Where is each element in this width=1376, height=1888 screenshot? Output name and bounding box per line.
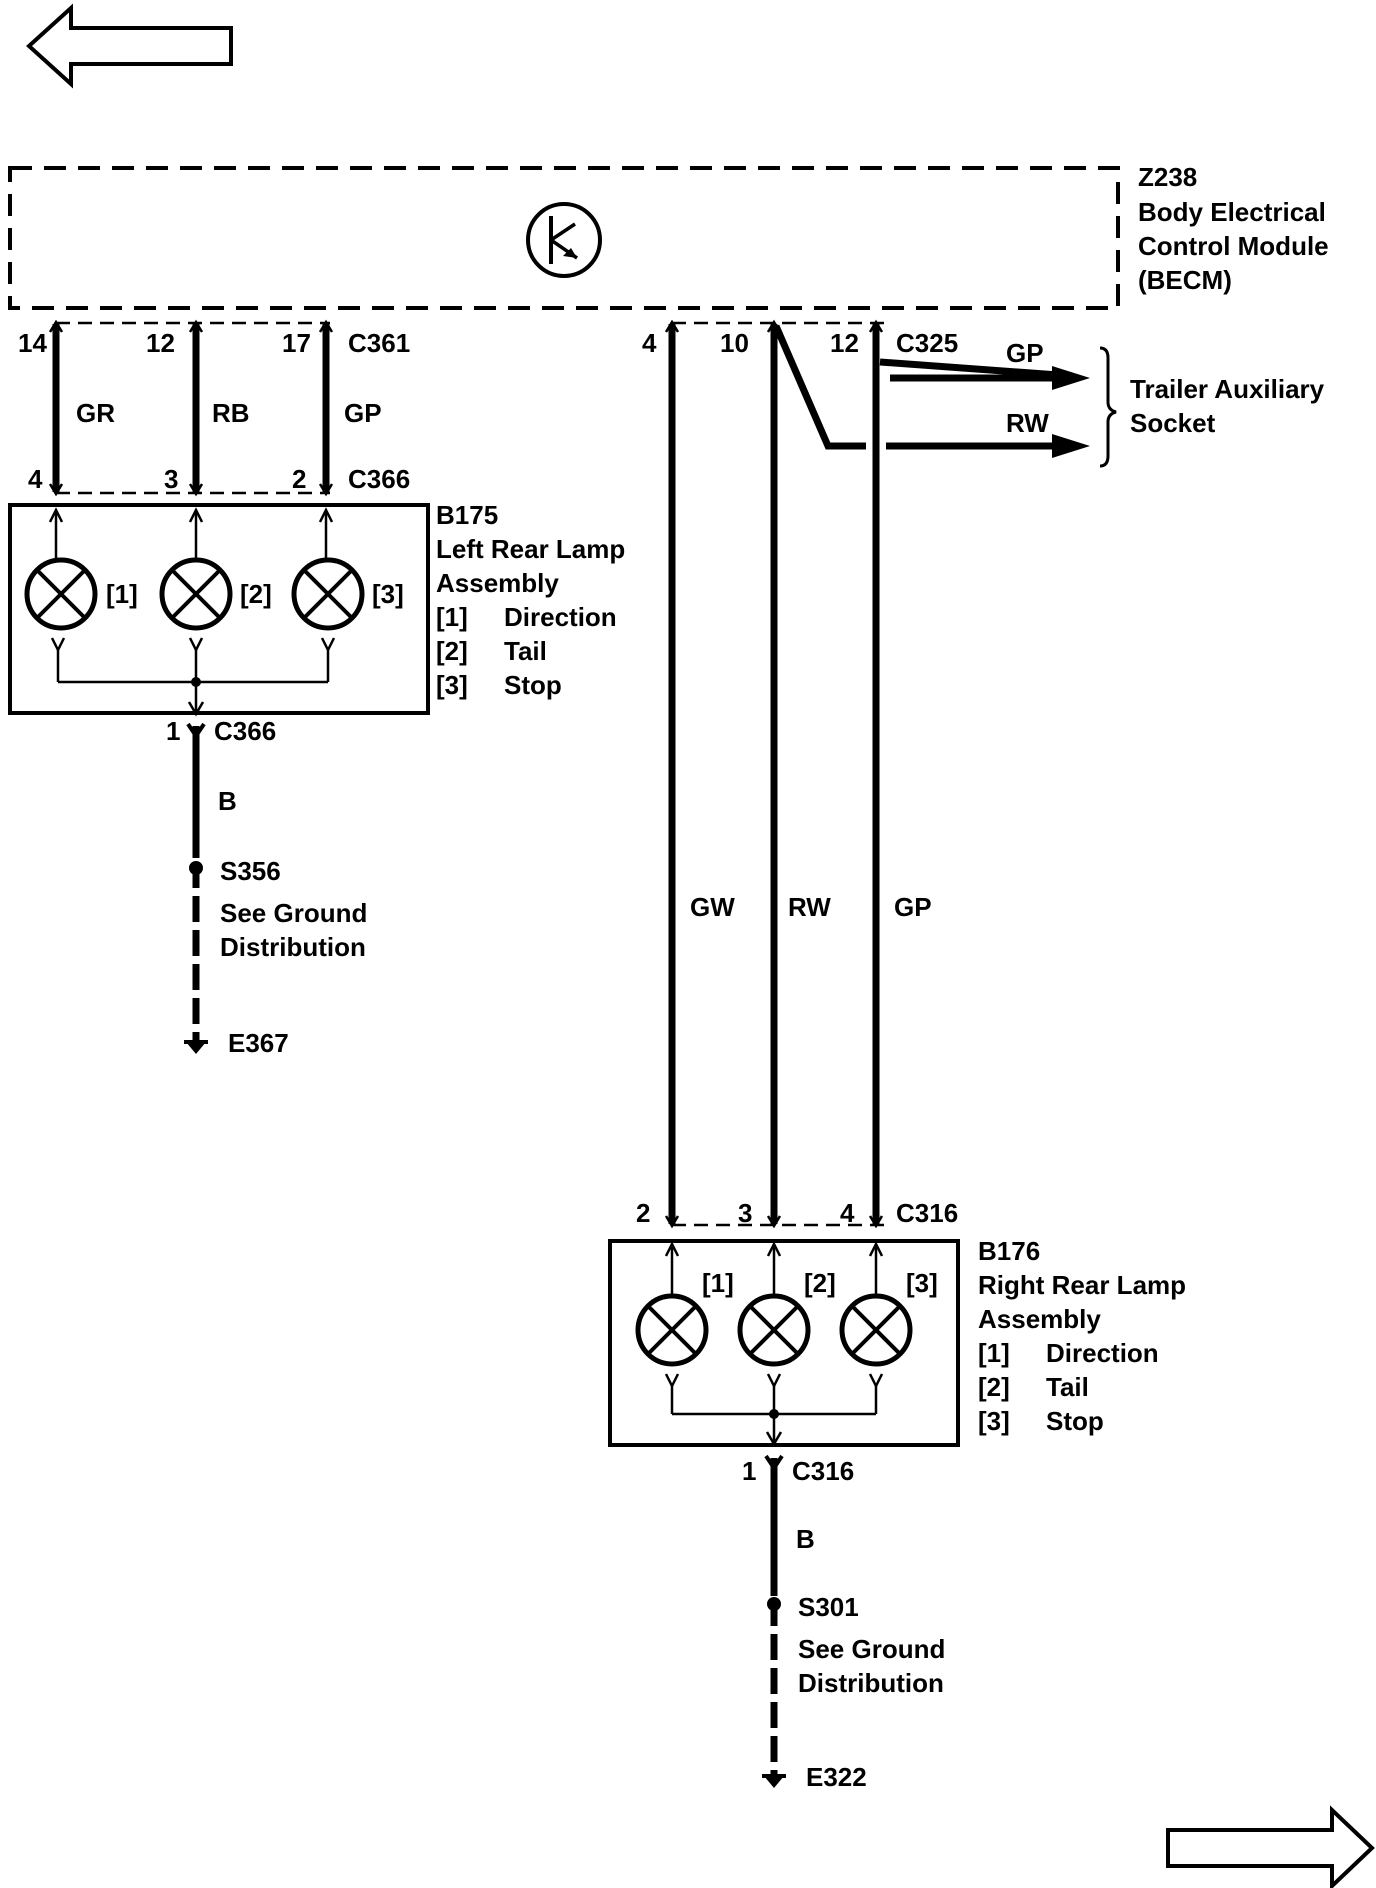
left-ground-id: E367 xyxy=(228,1028,289,1058)
left-lamp-legend-key-2: [2] xyxy=(436,636,468,666)
left-lamp-legend-value-1: Direction xyxy=(504,602,617,632)
right-lamp-name-line1: Right Rear Lamp xyxy=(978,1270,1186,1300)
left-lamp-legend-key-1: [1] xyxy=(436,602,468,632)
transistor-icon xyxy=(526,202,602,278)
left-splice-id: S356 xyxy=(220,856,281,886)
left-wire-gp-pin-top: 17 xyxy=(282,328,311,358)
left-lamp-legend-value-2: Tail xyxy=(504,636,547,666)
right-lamp-bulb-label-2: [2] xyxy=(804,1268,836,1298)
c366-top-label: C366 xyxy=(348,464,410,494)
right-lamp-bulb-direction-icon xyxy=(635,1293,709,1367)
left-ground-note-line1: See Ground xyxy=(220,898,367,928)
left-lamp-bulb-label-1: [1] xyxy=(106,579,138,609)
becm-name-line2: Control Module xyxy=(1138,231,1329,261)
right-lamp-bulb-label-3: [3] xyxy=(906,1268,938,1298)
next-page-arrow-icon[interactable] xyxy=(1166,1805,1375,1888)
right-lamp-legend-key-2: [2] xyxy=(978,1372,1010,1402)
trailer-label-line2: Socket xyxy=(1130,408,1216,438)
left-wire-rb-pin-bottom: 3 xyxy=(164,464,178,494)
trailer-wire-gp-color: GP xyxy=(1006,338,1044,368)
left-lamp-bulb-stop-icon xyxy=(291,557,365,631)
left-ground-pin: 1 xyxy=(166,716,180,746)
right-lamp-legend-value-3: Stop xyxy=(1046,1406,1104,1436)
right-ground-icon xyxy=(764,1776,784,1788)
becm-name-line1: Body Electrical xyxy=(1138,197,1326,227)
connector-c325: 4 10 12 C325 xyxy=(642,319,958,358)
right-wire-gp-pin-bottom: 4 xyxy=(840,1198,855,1228)
left-ground-icon xyxy=(186,1042,206,1054)
right-lamp-id: B176 xyxy=(978,1236,1040,1266)
right-ground-id: E322 xyxy=(806,1762,867,1792)
left-wire-gr-color: GR xyxy=(76,398,115,428)
left-ground-note-line2: Distribution xyxy=(220,932,366,962)
right-wire-gp-color: GP xyxy=(894,892,932,922)
right-ground-note-line2: Distribution xyxy=(798,1668,944,1698)
left-lamp-legend-key-3: [3] xyxy=(436,670,468,700)
c316-bottom-label: C316 xyxy=(792,1456,854,1486)
c325-label: C325 xyxy=(896,328,958,358)
right-ground-note-line1: See Ground xyxy=(798,1634,945,1664)
left-rear-lamp-assembly: [1] [2] [3] B175 Left Rear Lamp Assembly… xyxy=(8,500,625,717)
becm-id: Z238 xyxy=(1138,162,1197,192)
right-lamp-legend-key-1: [1] xyxy=(978,1338,1010,1368)
right-lamp-bulb-tail-icon xyxy=(737,1293,811,1367)
right-wire-gw-pin-top: 4 xyxy=(642,328,657,358)
right-lamp-legend-value-2: Tail xyxy=(1046,1372,1089,1402)
c366-bottom-label: C366 xyxy=(214,716,276,746)
left-lamp-id: B175 xyxy=(436,500,498,530)
c361-label: C361 xyxy=(348,328,410,358)
right-wire-rw-color: RW xyxy=(788,892,831,922)
right-wires: GW RW GP xyxy=(668,324,932,1224)
left-wires: GR RB GP xyxy=(52,324,382,492)
left-lamp-bulb-label-3: [3] xyxy=(372,579,404,609)
connector-c316-top: 2 3 4 C316 xyxy=(636,1198,958,1229)
left-wire-rb-pin-top: 12 xyxy=(146,328,175,358)
left-ground-wire-color: B xyxy=(218,786,237,816)
connector-c361: C361 14 12 17 xyxy=(18,319,410,358)
right-ground-pin: 1 xyxy=(742,1456,756,1486)
right-splice-dot xyxy=(767,1597,781,1611)
right-wire-rw-pin-top: 10 xyxy=(720,328,749,358)
previous-page-arrow-icon[interactable] xyxy=(26,3,233,89)
right-lamp-legend-value-1: Direction xyxy=(1046,1338,1159,1368)
left-lamp-bulb-label-2: [2] xyxy=(240,579,272,609)
left-lamp-ground-circuit: 1 C366 B S356 See Ground Distribution E3… xyxy=(166,716,367,1058)
trailer-auxiliary-socket-branch: GP RW Trailer Auxiliary Socket xyxy=(772,324,1325,468)
right-splice-id: S301 xyxy=(798,1592,859,1622)
right-wire-gw-color: GW xyxy=(690,892,735,922)
trailer-label-line1: Trailer Auxiliary xyxy=(1130,374,1325,404)
right-lamp-ground-circuit: 1 C316 B S301 See Ground Distribution E3… xyxy=(742,1454,945,1792)
connector-c366-top: 4 3 2 C366 xyxy=(28,464,410,497)
left-wire-gp-color: GP xyxy=(344,398,382,428)
right-wire-gp-pin-top: 12 xyxy=(830,328,859,358)
left-wire-gr-pin-bottom: 4 xyxy=(28,464,43,494)
trailer-wire-rw-color: RW xyxy=(1006,408,1049,438)
left-splice-dot xyxy=(189,861,203,875)
trailer-brace-icon xyxy=(1099,346,1117,468)
left-wire-gp-pin-bottom: 2 xyxy=(292,464,306,494)
becm-module: Z238 Body Electrical Control Module (BEC… xyxy=(8,162,1329,310)
left-lamp-bulb-tail-icon xyxy=(159,557,233,631)
right-lamp-name-line2: Assembly xyxy=(978,1304,1101,1334)
c316-top-label: C316 xyxy=(896,1198,958,1228)
right-wire-gw-pin-bottom: 2 xyxy=(636,1198,650,1228)
right-rear-lamp-assembly: [1] [2] [3] B176 Right Rear Lamp Assembl… xyxy=(608,1236,1186,1447)
left-wire-rb-color: RB xyxy=(212,398,250,428)
left-wire-gr-pin-top: 14 xyxy=(18,328,47,358)
right-lamp-bulb-stop-icon xyxy=(839,1293,913,1367)
right-wire-rw-pin-bottom: 3 xyxy=(738,1198,752,1228)
right-lamp-bulb-label-1: [1] xyxy=(702,1268,734,1298)
left-lamp-bulb-direction-icon xyxy=(24,557,98,631)
right-lamp-legend-key-3: [3] xyxy=(978,1406,1010,1436)
left-lamp-name-line2: Assembly xyxy=(436,568,559,598)
becm-name-line3: (BECM) xyxy=(1138,265,1232,295)
right-ground-wire-color: B xyxy=(796,1524,815,1554)
left-lamp-name-line1: Left Rear Lamp xyxy=(436,534,625,564)
left-lamp-legend-value-3: Stop xyxy=(504,670,562,700)
